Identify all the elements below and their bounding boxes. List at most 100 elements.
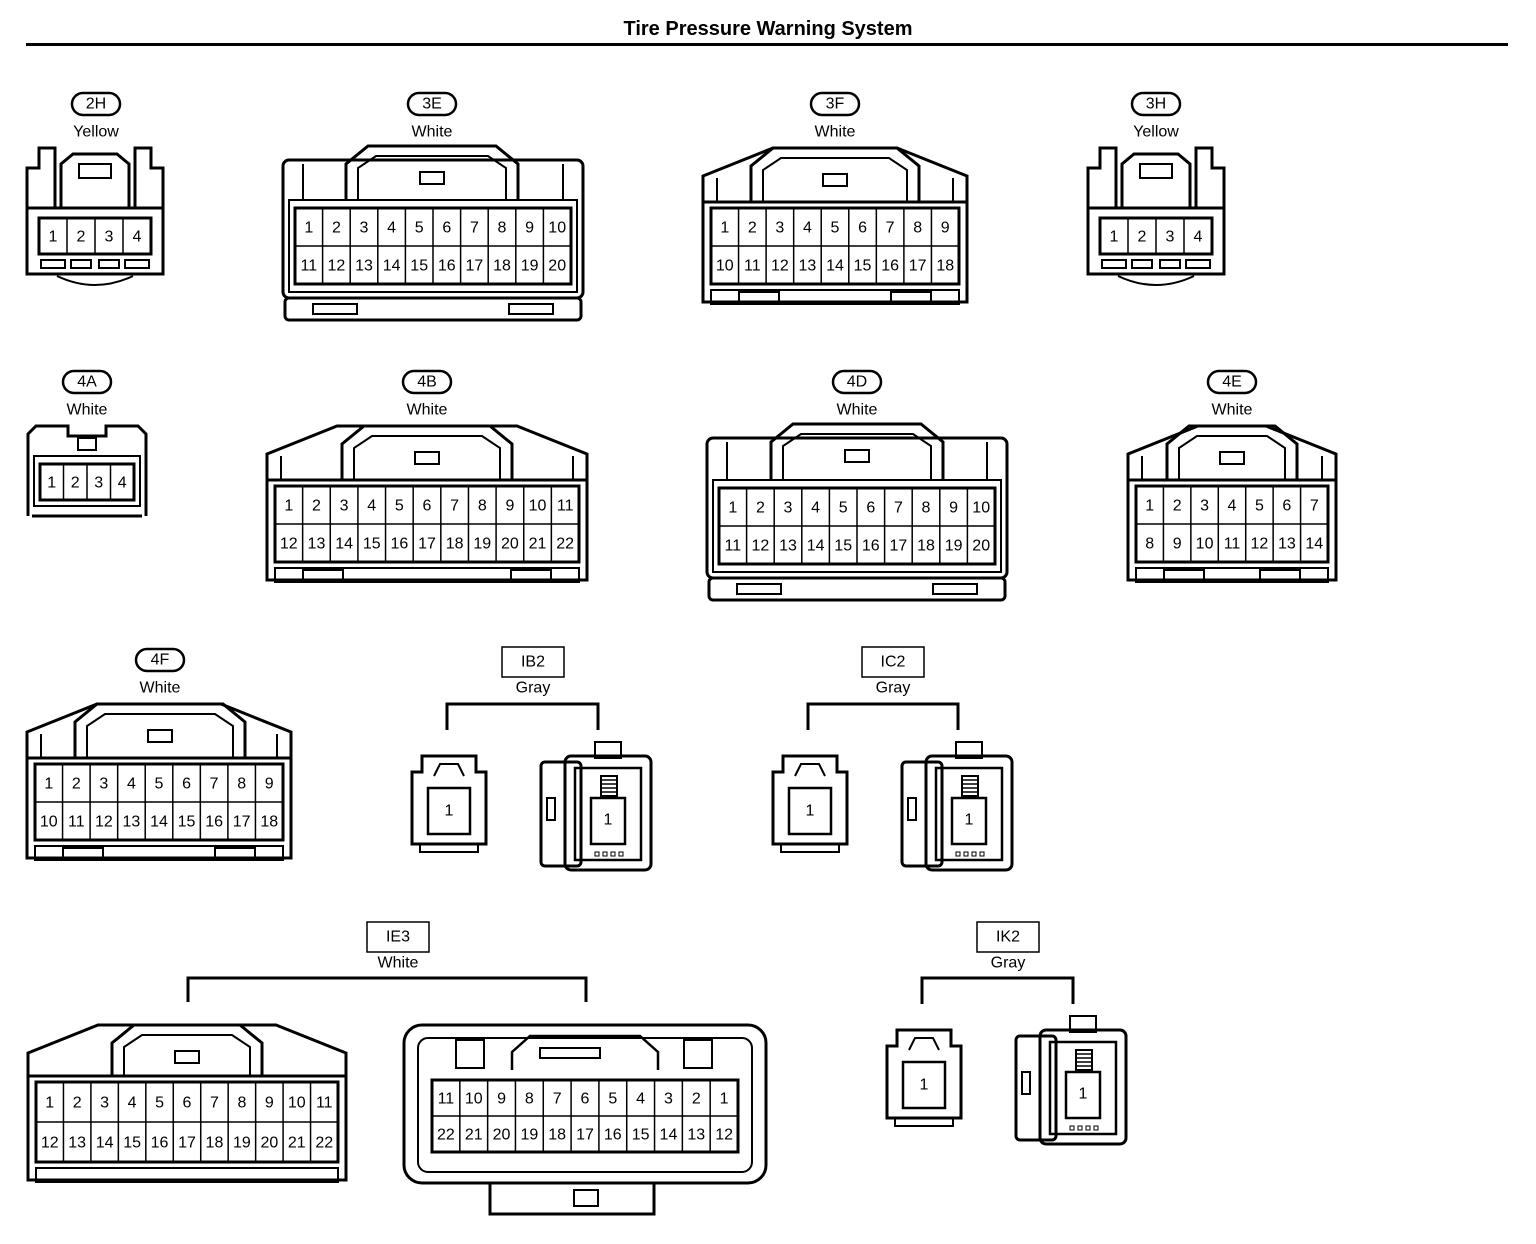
pin-number: 14 [96, 1135, 114, 1152]
pin-number: 20 [972, 538, 990, 555]
connector-latch [1165, 424, 1299, 480]
pin-number: 4 [1194, 229, 1203, 246]
pin-number: 1 [47, 475, 56, 492]
connector-id-pill [1206, 369, 1258, 395]
connector-male: 1 [410, 754, 488, 853]
pin-number: 18 [206, 1135, 224, 1152]
pin-number: 20 [501, 536, 519, 553]
connector-id-pill [61, 369, 113, 395]
connector-latch [59, 152, 131, 208]
pin-number: 8 [478, 498, 487, 515]
pin-number: 15 [363, 536, 381, 553]
pin-number: 11 [724, 538, 741, 555]
connector-latch [510, 1034, 660, 1070]
connector-color-label: White [412, 124, 453, 141]
connector-color-label: Gray [876, 680, 911, 697]
pin-number: 10 [972, 500, 990, 517]
pin-number: 11 [1224, 536, 1241, 553]
connector-inner [288, 199, 578, 293]
pin-number: 6 [1282, 498, 1291, 515]
pin-number: 9 [525, 220, 534, 237]
pin-number: 7 [1310, 498, 1319, 515]
pin-number: 1 [965, 812, 974, 829]
pin-number: 3 [1166, 229, 1175, 246]
pin-number: 2 [73, 1095, 82, 1112]
pin-number: 12 [752, 538, 770, 555]
pin-number: 8 [1145, 536, 1154, 553]
pin-cavity [950, 796, 988, 846]
pin-number: 10 [548, 220, 566, 237]
connector-skirt [35, 1167, 339, 1183]
pin-number: 20 [493, 1127, 511, 1144]
pin-number: 5 [839, 500, 848, 517]
pin-number: 16 [881, 258, 899, 275]
connector-id-pill [406, 91, 458, 117]
connector-pair-bracket [806, 702, 960, 730]
pin-number: 20 [260, 1135, 278, 1152]
connector-latch [769, 422, 945, 480]
pin-number: 16 [151, 1135, 169, 1152]
pin-number: 2 [748, 220, 757, 237]
connector-id-label: 4A [77, 374, 97, 391]
pin-number: 12 [715, 1127, 733, 1144]
connector-id-label: IK2 [996, 929, 1020, 946]
pin-number: 4 [811, 500, 820, 517]
pin-number: 12 [1251, 536, 1269, 553]
pin-number: 14 [826, 258, 844, 275]
connector-body [1086, 206, 1226, 276]
pin-number: 8 [237, 1095, 246, 1112]
pin-number: 18 [446, 536, 464, 553]
connector-body [701, 200, 969, 304]
pin-number: 21 [529, 536, 547, 553]
pin-number: 9 [505, 498, 514, 515]
pin-number: 9 [941, 220, 950, 237]
connector-id-pill [70, 91, 122, 117]
pin-number: 13 [779, 538, 797, 555]
pin-number: 17 [909, 258, 927, 275]
pin-number: 1 [720, 220, 729, 237]
connector-id-label: 4D [847, 374, 867, 391]
pin-number: 9 [265, 1095, 274, 1112]
pin-number: 6 [858, 220, 867, 237]
pin-number: 1 [728, 500, 737, 517]
pin-number: 5 [395, 498, 404, 515]
pin-number: 4 [387, 220, 396, 237]
pin-number: 13 [799, 258, 817, 275]
pin-number: 8 [913, 220, 922, 237]
pin-cavity [426, 786, 472, 836]
pin-number: 5 [415, 220, 424, 237]
connector-latch [344, 144, 520, 200]
connector-skirt [1135, 567, 1329, 583]
pin-number: 17 [576, 1127, 594, 1144]
pin-number: 2 [71, 475, 80, 492]
connector-inner [712, 479, 1002, 573]
pin-number: 15 [410, 258, 428, 275]
connector-flange [283, 296, 583, 322]
connector-color-label: White [815, 124, 856, 141]
pin-number: 1 [284, 498, 293, 515]
connector-body [25, 206, 165, 276]
pin-number: 1 [49, 229, 58, 246]
pin-number: 8 [498, 220, 507, 237]
pin-number: 11 [438, 1091, 455, 1108]
pin-number: 9 [265, 776, 274, 793]
pin-number: 10 [288, 1095, 306, 1112]
pin-number: 21 [465, 1127, 483, 1144]
pin-number: 16 [390, 536, 408, 553]
connector-skirt [710, 289, 960, 305]
connector-latch [73, 702, 247, 758]
pin-number: 3 [1200, 498, 1209, 515]
pin-number: 1 [44, 776, 53, 793]
